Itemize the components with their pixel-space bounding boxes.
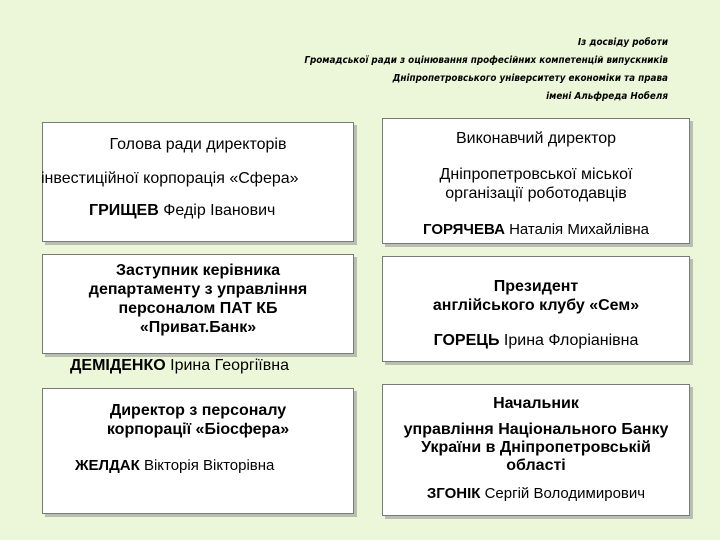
member-surname: ЖЕЛДАК (75, 457, 140, 474)
member-role-line: корпорації «Біосфера» (106, 421, 290, 438)
member-role: інвестиційної корпорація «Сфера» (41, 170, 299, 187)
member-role: Дніпропетровської міської організації ро… (383, 165, 689, 203)
member-role-line: управління Національного Банку (403, 421, 669, 438)
member-role-line: англійського клубу «Сем» (432, 297, 640, 314)
member-surname: ГОРЕЦЬ (433, 332, 500, 349)
member-role-line: Дніпропетровської міської (439, 166, 633, 183)
member-card-zgonik: Начальник управління Національного Банку… (382, 384, 690, 516)
member-card-goriacheva: Виконавчий директор Дніпропетровської мі… (382, 118, 690, 244)
member-given-name: Вікторія Вікторівна (143, 457, 275, 474)
member-role-line: «Приват.Банк» (139, 319, 257, 336)
member-card-grishchev: Голова ради директорів інвестиційної кор… (41, 122, 354, 242)
member-name: ДЕМІДЕНКО Ірина Георгіївна (70, 356, 289, 375)
member-surname: ГРИЩЕВ (89, 202, 159, 219)
member-given-name: Ірина Георгіївна (170, 357, 289, 374)
header-line: Громадської ради з оцінювання професійни… (304, 55, 668, 66)
member-role-line: України в Дніпропетровській (421, 439, 651, 456)
member-role-line: персоналом ПАТ КБ (118, 300, 278, 317)
member-role-line: Начальник (493, 395, 579, 412)
member-role: Заступник керівника департаменту з управ… (43, 261, 353, 337)
member-role-line: Заступник керівника (116, 262, 280, 279)
member-role-line: області (506, 457, 566, 474)
member-card-demidenko: Заступник керівника департаменту з управ… (42, 254, 354, 354)
member-surname: ГОРЯЧЕВА (423, 221, 505, 238)
member-name: ГОРЯЧЕВА Наталія Михайлівна (383, 221, 689, 239)
member-name: ЗГОНІК Сергій Володимирович (383, 485, 689, 503)
header-line: Дніпропетровського університету економік… (392, 73, 668, 84)
member-given-name: Наталія Михайлівна (509, 221, 649, 238)
member-surname: ЗГОНІК (426, 485, 481, 502)
member-role: Директор з персоналу корпорації «Біосфер… (43, 401, 353, 439)
member-card-zheldak: Директор з персоналу корпорації «Біосфер… (42, 388, 354, 514)
member-given-name: Ірина Флоріанівна (503, 332, 639, 349)
header-caption: Із досвіду роботи Громадської ради з оці… (210, 34, 668, 106)
header-line: імені Альфреда Нобеля (546, 91, 668, 102)
member-role: Голова ради директорів (109, 136, 287, 153)
member-given-name: Сергій Володимирович (484, 485, 646, 502)
member-name: ГРИЩЕВ Федір Іванович (89, 201, 275, 220)
member-card-gorets: Президент англійського клубу «Сем» ГОРЕЦ… (382, 256, 690, 362)
member-role-line: організації роботодавців (445, 185, 627, 202)
member-role-line: департаменту з управління (88, 281, 308, 298)
member-given-name: Федір Іванович (163, 202, 276, 219)
member-role-line: Президент (493, 278, 579, 295)
member-role: Начальник управління Національного Банку… (373, 395, 699, 475)
member-name: ГОРЕЦЬ Ірина Флоріанівна (383, 331, 689, 350)
member-role: Президент англійського клубу «Сем» (383, 277, 689, 315)
member-surname: ДЕМІДЕНКО (70, 357, 166, 374)
header-line: Із досвіду роботи (577, 37, 668, 48)
member-role: Виконавчий директор (455, 130, 617, 147)
member-name: ЖЕЛДАК Вікторія Вікторівна (75, 457, 274, 475)
member-role-line: Директор з персоналу (109, 402, 287, 419)
